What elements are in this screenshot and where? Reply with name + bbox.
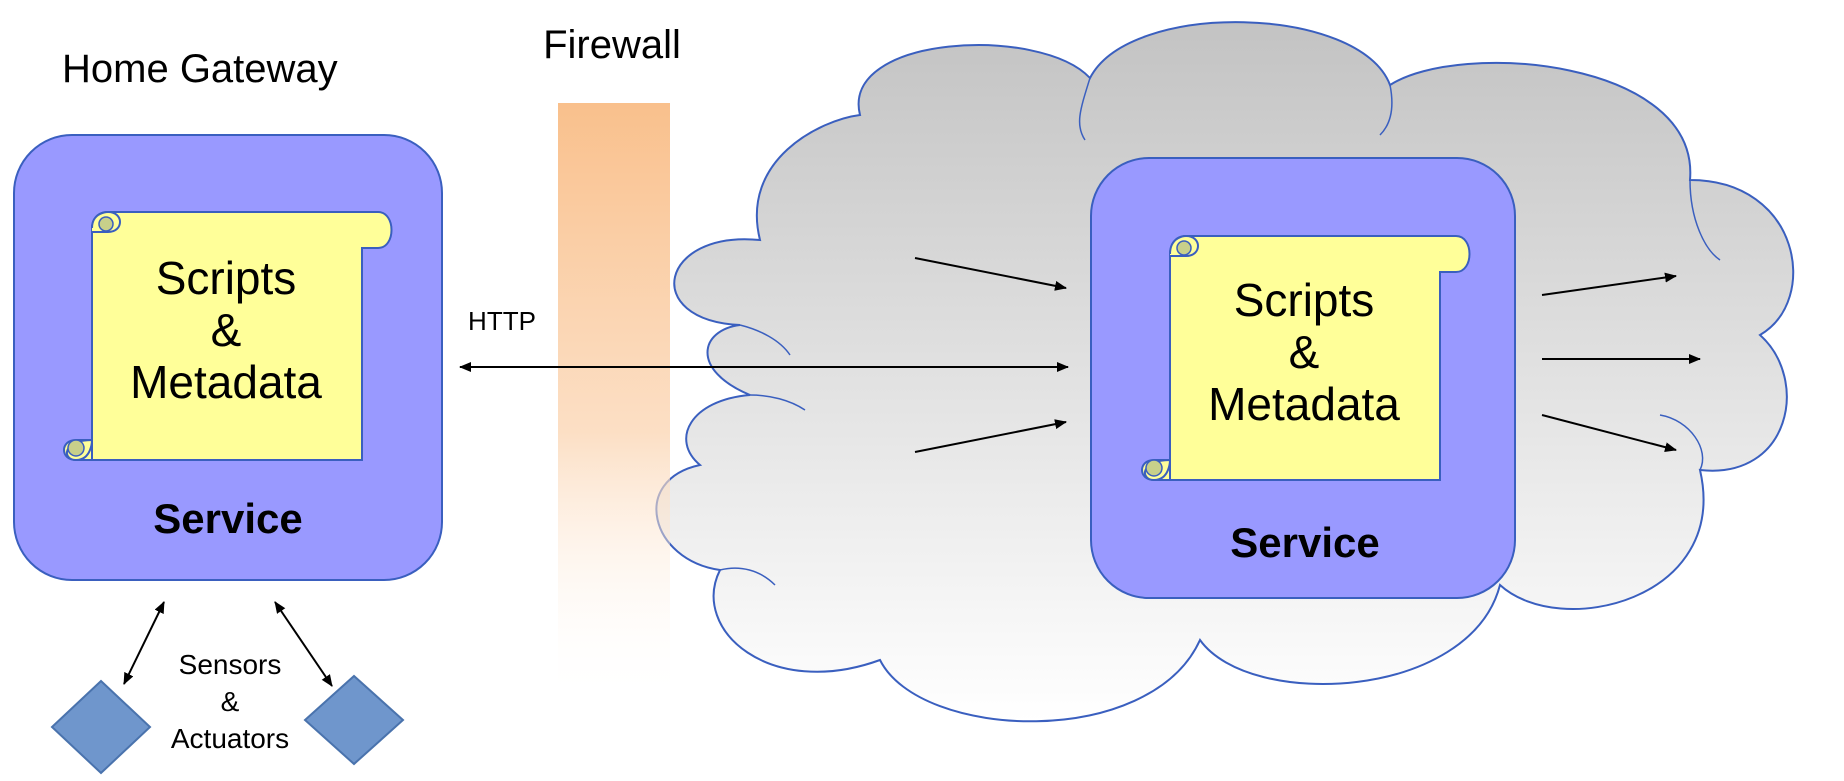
gateway-scroll-line1: Scripts: [156, 252, 297, 304]
gateway-scroll-line3: Metadata: [130, 356, 322, 408]
cloud-service-box: Scripts & Metadata Service: [1090, 157, 1516, 599]
cloud-scroll-icon: [1141, 234, 1471, 482]
sensors-label-line3: Actuators: [171, 723, 289, 754]
gateway-service-label: Service: [153, 495, 302, 542]
cloud-scroll-line1: Scripts: [1234, 274, 1375, 326]
sensor-arrow-right: [274, 601, 333, 687]
firewall-bar: [558, 103, 670, 703]
cloud-in-arrow-top: [914, 257, 1067, 291]
cloud-out-arrow-top: [1541, 272, 1677, 296]
cloud-scroll-line2: &: [1289, 326, 1320, 378]
home-gateway-label: Home Gateway: [62, 47, 338, 91]
cloud-service-label: Service: [1230, 519, 1379, 566]
sensor-diamond-left: [50, 679, 152, 775]
gateway-service-box: Scripts & Metadata Service: [13, 134, 443, 581]
gateway-scroll-line2: &: [211, 304, 242, 356]
firewall-label: Firewall: [543, 23, 681, 67]
cloud-scroll-line3: Metadata: [1208, 378, 1400, 430]
cloud-out-arrow-bottom: [1541, 414, 1677, 453]
cloud-in-arrow-bottom: [914, 419, 1067, 453]
http-label: HTTP: [468, 306, 536, 336]
gateway-scroll-icon: [63, 210, 393, 462]
sensors-label-line1: Sensors: [179, 649, 282, 680]
sensors-label-line2: &: [221, 686, 240, 717]
sensor-diamond-right: [303, 674, 405, 766]
sensor-arrow-left: [123, 601, 165, 685]
